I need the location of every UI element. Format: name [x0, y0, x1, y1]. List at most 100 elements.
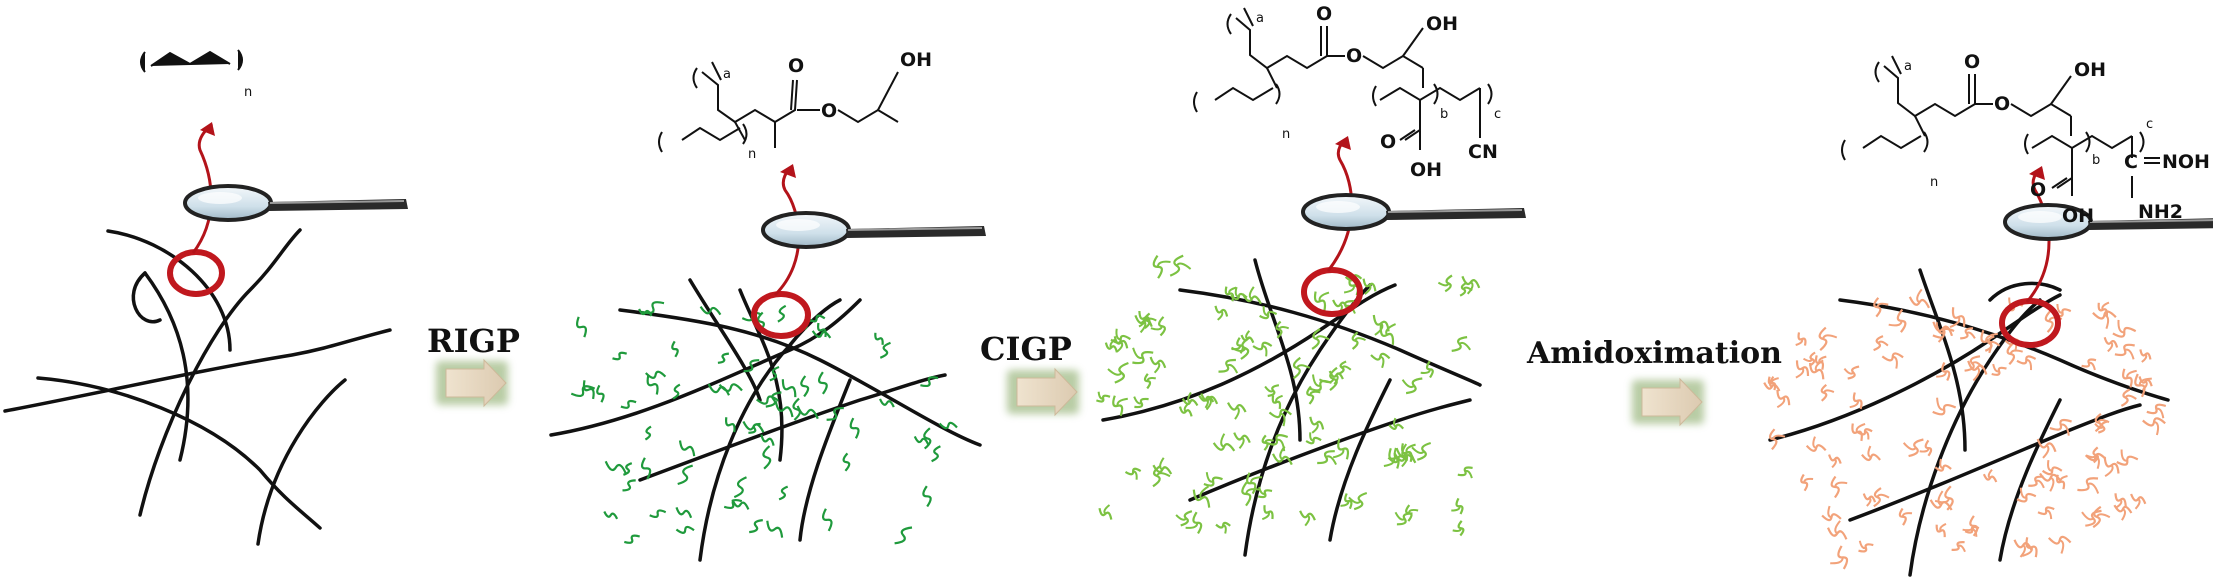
highlight-circle [751, 291, 811, 339]
grafted-chain-branch [2101, 301, 2110, 311]
grafted-chain-branch [1823, 389, 1835, 394]
panel-amidoxime: a O O OH n b c C NOH O OH NH2 [1763, 51, 2213, 577]
amidoxime-carbonyl-o: O [1964, 51, 1980, 73]
grafted-chain [762, 445, 772, 470]
grafted-chain-branch [1936, 397, 1945, 411]
amidoxime-subscript-a: a [1904, 59, 1912, 74]
step-arrow-3 [1632, 377, 1704, 427]
grafted-chain-branch [1139, 320, 1147, 334]
grafted-chain-branch [2141, 380, 2148, 391]
grafted-chain [678, 440, 696, 457]
grafted-chain [649, 509, 667, 519]
grafted-chain [718, 383, 743, 392]
grafted-chain [1337, 360, 1347, 376]
grafted-chain-branch [1936, 371, 1947, 378]
grafted-chain-branch [2047, 459, 2053, 472]
grafted-chain-branch [1226, 363, 1239, 374]
highlight-circle [167, 249, 225, 297]
grafted-chain-branch [1831, 458, 1837, 469]
grafted-chain-branch [1379, 355, 1385, 369]
grafted-chain-branch [1965, 331, 1976, 339]
grafted-chain-branch [2104, 464, 2114, 478]
grafted-chain-branch [1464, 469, 1473, 479]
grafted-chain-branch [1972, 366, 1981, 382]
grafted-chain [849, 417, 860, 439]
grafted-chain [920, 376, 939, 388]
grafted-chain-branch [1155, 472, 1171, 478]
grafted-chain-branch [1452, 527, 1463, 532]
grafted-chain-branch [2141, 353, 2148, 363]
grafted-chain-branch [2088, 361, 2096, 371]
grafted-chain [1257, 489, 1273, 499]
grafted-chain-branch [1116, 341, 1124, 353]
fiber-network [3, 228, 392, 546]
grafted-chain-branch [2019, 487, 2027, 499]
grafted-chain-branch [1876, 302, 1889, 308]
panel-pe: n [3, 49, 410, 546]
grafted-chain [807, 314, 826, 323]
grafted-chain-branch [1466, 281, 1474, 295]
hema-hydroxyl: OH [900, 49, 932, 71]
grafted-chain-branch [1939, 522, 1947, 532]
grafted-chain-branch [1275, 394, 1283, 403]
aa-an-ester-o: O [1346, 45, 1362, 67]
grafted-chain-branch [2126, 369, 2137, 379]
grafted-chain [938, 421, 958, 430]
grafted-chain [2122, 368, 2133, 388]
grafted-chain-branch [1877, 340, 1889, 347]
grafted-chains [1096, 254, 1481, 537]
grafted-chain-branch [2009, 349, 2023, 355]
grafted-chain-branch [1315, 335, 1330, 341]
grafted-chain [1292, 356, 1301, 380]
curved-arrow-icon [2025, 166, 2051, 303]
grafted-chain [874, 332, 884, 345]
grafted-chain-branch [2042, 444, 2050, 459]
grafted-chain-branch [1776, 396, 1786, 409]
grafted-chain [570, 385, 596, 398]
grafted-chain-branch [1864, 430, 1870, 440]
grafted-chain [1215, 521, 1231, 529]
grafted-chain-branch [1340, 500, 1350, 507]
grafted-chain-branch [1934, 497, 1950, 504]
grafted-chain [1455, 497, 1464, 515]
grafted-chain-branch [1183, 402, 1190, 413]
grafted-chain-branch [1772, 434, 1786, 440]
grafted-chain-branch [1935, 322, 1944, 335]
grafted-chain-branch [1866, 497, 1872, 507]
grafted-chain-branch [1902, 442, 1917, 451]
grafted-chain [811, 330, 832, 339]
grafted-chain-branch [1116, 397, 1128, 407]
grafted-chain-branch [1220, 433, 1226, 448]
grafted-chain-branch [1199, 485, 1210, 500]
grafted-chain-branch [1318, 291, 1330, 302]
grafted-chain-branch [1867, 445, 1872, 459]
step-label-amidoximation: Amidoximation [1527, 336, 1782, 371]
grafted-chain [671, 340, 679, 358]
grafted-chain [575, 316, 588, 338]
grafted-chain-branch [1802, 357, 1814, 362]
grafted-chain-branch [1238, 436, 1245, 449]
grafted-chain [612, 351, 628, 361]
amidoxime-acid-o: O [2030, 179, 2046, 201]
grafted-chain [781, 379, 797, 398]
grafted-chain [778, 485, 789, 501]
grafted-chain [1818, 326, 1828, 352]
grafted-chain [1932, 327, 1955, 339]
grafted-chain-branch [1937, 490, 1944, 506]
grafted-chain [1862, 493, 1877, 503]
grafted-chain-branch [1971, 361, 1985, 370]
grafted-chain-branch [1245, 330, 1251, 340]
grafted-chain-branch [1245, 488, 1260, 495]
grafted-chain-branch [2124, 394, 2137, 400]
grafted-chain-branch [2095, 455, 2100, 470]
grafted-chain [1896, 308, 1907, 333]
grafted-chain-branch [1343, 285, 1355, 294]
grafted-chain-branch [1407, 508, 1419, 514]
grafted-chain [777, 304, 787, 323]
hema-structure [658, 61, 899, 153]
amidoxime-structure [1841, 55, 2160, 198]
grafted-chain-branch [2056, 303, 2063, 314]
grafted-chain-branch [1262, 345, 1268, 357]
amidoxime-subscript-c: c [2146, 117, 2153, 132]
grafted-chain [1158, 316, 1166, 337]
